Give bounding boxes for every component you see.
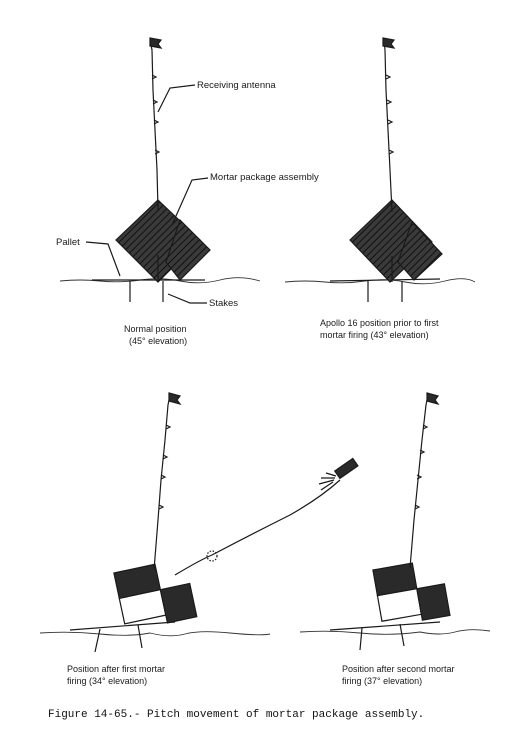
panel-after-first-firing: Position after first mortar firing (34° … (39, 392, 359, 686)
pallet (69, 621, 176, 631)
flag-icon (426, 392, 440, 406)
mortar-package-dark (159, 582, 198, 624)
label-receiving-antenna: Receiving antenna (197, 80, 276, 91)
mortar-package-dark (416, 583, 451, 621)
ground-line (284, 278, 476, 285)
flag-icon (149, 37, 163, 49)
panel-apollo-16-position: Apollo 16 position prior to first mortar… (284, 37, 476, 340)
mortar-grenade (333, 457, 359, 480)
mortar-trajectory (174, 479, 341, 576)
stakes-leader (167, 293, 207, 304)
panel-title: Normal position (124, 324, 187, 334)
panel-subtitle: firing (37° elevation) (342, 676, 422, 686)
label-pallet: Pallet (56, 237, 80, 248)
panel-subtitle: mortar firing (43° elevation) (320, 330, 429, 340)
panel-normal-position: Receiving antenna Mortar package assembl… (56, 37, 319, 346)
ground-line (299, 629, 491, 635)
panel-title: Apollo 16 position prior to first (320, 318, 439, 328)
package-leader (171, 177, 209, 226)
mortar-package-lower (397, 220, 443, 281)
pallet (329, 278, 441, 282)
panel-title: Position after second mortar (342, 664, 455, 674)
pallet (329, 621, 441, 631)
panel-subtitle: firing (34° elevation) (67, 676, 147, 686)
antenna-zigzag (151, 74, 161, 155)
stake (359, 627, 363, 651)
flag-icon (382, 37, 396, 49)
antenna-zigzag (385, 74, 395, 155)
receiving-antenna (409, 394, 429, 569)
antenna-zigzag (414, 424, 429, 510)
flag-icon (168, 392, 182, 406)
ground-line (39, 631, 271, 637)
stake (399, 623, 405, 647)
receiving-antenna (149, 39, 159, 211)
label-stakes: Stakes (209, 298, 238, 309)
label-mortar-package-assembly: Mortar package assembly (210, 172, 319, 183)
figure-caption: Figure 14-65.- Pitch movement of mortar … (48, 709, 424, 721)
panel-title: Position after first mortar (67, 664, 165, 674)
stake (137, 624, 143, 649)
stake (94, 628, 101, 653)
pallet-leader (85, 241, 121, 277)
receiving-antenna (153, 394, 171, 571)
antenna-zigzag (158, 424, 172, 510)
receiving-antenna (383, 39, 393, 213)
mortar-exhaust (318, 472, 337, 491)
panel-after-second-firing: Position after second mortar firing (37°… (299, 392, 491, 686)
antenna-leader (157, 84, 196, 113)
flash-burst (206, 550, 218, 562)
panel-subtitle: (45° elevation) (129, 336, 187, 346)
mortar-package-lower (165, 218, 211, 281)
